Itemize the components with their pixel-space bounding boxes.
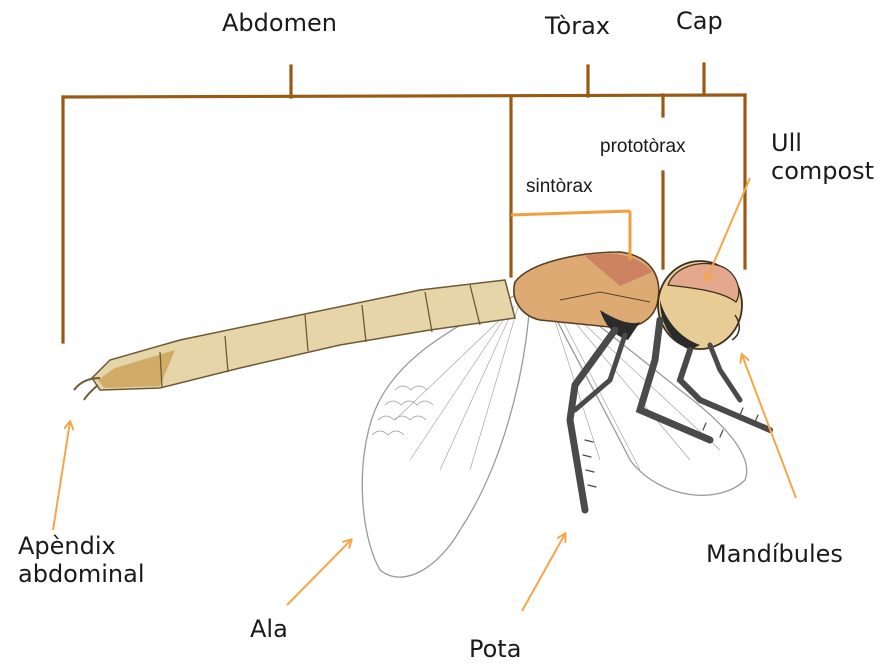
apendix-arrow [53,422,70,530]
abdomen [74,280,515,400]
bracket-top-line [63,95,745,97]
label-ull-line2: compost [771,158,874,186]
label-ull-line1: Ull [771,130,874,158]
pota-arrow [522,534,565,611]
pointer-arrows [53,178,796,611]
label-mandibules: Mandíbules [706,541,843,569]
ala-arrow [287,540,351,605]
label-pota: Pota [469,636,521,664]
label-ull-compost: Ull compost [771,130,874,185]
label-torax: Tòrax [545,13,610,41]
label-sintorax: sintòrax [526,176,593,198]
label-apendix-abdominal: Apèndix abdominal [18,533,145,588]
label-cap: Cap [676,8,723,36]
label-prototorax: prototòrax [600,136,686,158]
label-apendix-line1: Apèndix [18,533,145,561]
thorax [514,252,659,340]
mandibules-arrow [742,355,796,498]
label-apendix-line2: abdominal [18,561,145,589]
legs [570,320,770,510]
label-abdomen: Abdomen [222,10,337,38]
head [658,261,742,350]
label-ala: Ala [250,616,288,644]
